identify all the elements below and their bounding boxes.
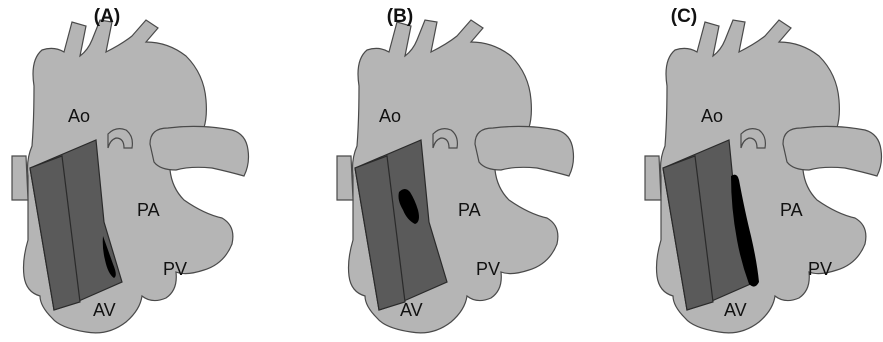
pulmonary-artery-label: PA: [780, 200, 803, 221]
panel-c: (C) Ao PA PV AV: [589, 0, 883, 342]
panel-label: (C): [644, 6, 724, 28]
aorta-label: Ao: [379, 106, 401, 127]
heart-diagram: [311, 0, 605, 342]
aorta-label: Ao: [68, 106, 90, 127]
pulmonary-branch-shape: [150, 126, 249, 176]
aorta-label: Ao: [701, 106, 723, 127]
heart-diagram: [589, 0, 883, 342]
aortic-valve-label: AV: [724, 300, 747, 321]
aortic-valve-label: AV: [93, 300, 116, 321]
pulmonary-branch-shape: [475, 126, 574, 176]
pulmonary-valve-label: PV: [163, 259, 187, 280]
panel-a: (A) Ao PA PV AV: [0, 0, 294, 342]
side-tab-shape: [12, 156, 28, 200]
pulmonary-artery-label: PA: [137, 200, 160, 221]
panel-label: (A): [67, 6, 147, 28]
pulmonary-branch-shape: [783, 126, 882, 176]
pulmonary-artery-label: PA: [458, 200, 481, 221]
panel-label: (B): [360, 6, 440, 28]
heart-diagram: [0, 0, 294, 342]
aortic-valve-label: AV: [400, 300, 423, 321]
side-tab-shape: [337, 156, 353, 200]
pulmonary-valve-label: PV: [476, 259, 500, 280]
side-tab-shape: [645, 156, 661, 200]
pulmonary-valve-label: PV: [808, 259, 832, 280]
panel-b: (B) Ao PA PV AV: [311, 0, 605, 342]
